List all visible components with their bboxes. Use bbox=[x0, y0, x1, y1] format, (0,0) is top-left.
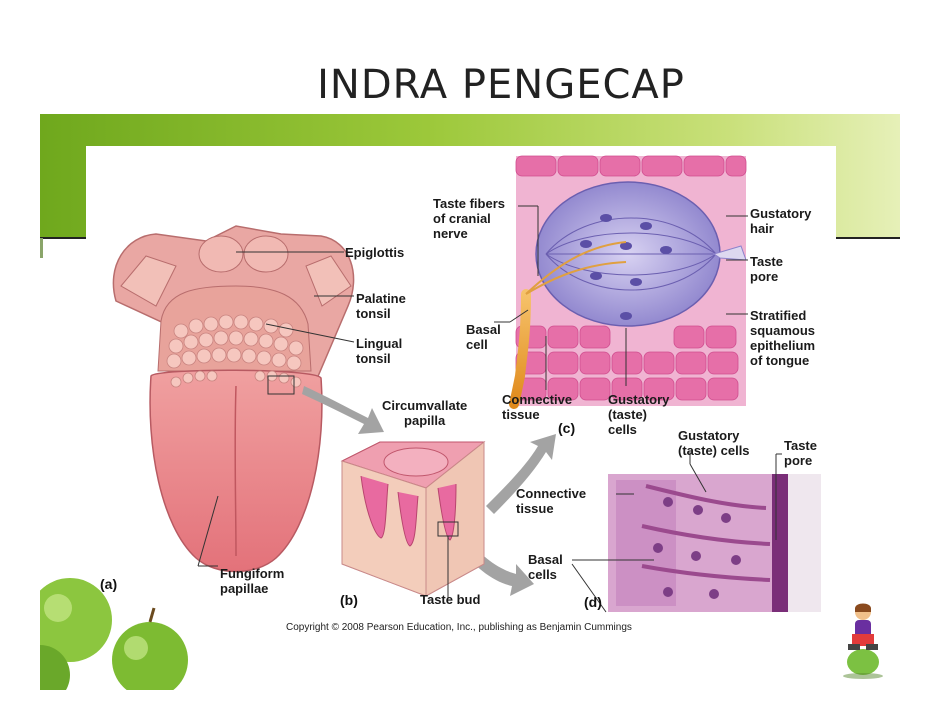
panel-label-a: (a) bbox=[100, 576, 118, 592]
label-connective-tissue-d: Connective tissue bbox=[516, 486, 587, 516]
label-lingual-tonsil: Lingual tonsil bbox=[356, 336, 403, 366]
copyright-notice: Copyright © 2008 Pearson Education, Inc.… bbox=[286, 622, 632, 633]
label-palatine-tonsil: Palatine tonsil bbox=[356, 291, 406, 321]
label-circumvallate-papilla: Circumvallate papilla bbox=[382, 398, 468, 428]
apples-decoration bbox=[40, 578, 188, 690]
label-basal-cells-d: Basal cells bbox=[528, 552, 563, 582]
slide-title: INDRA PENGECAP bbox=[317, 62, 685, 108]
taste-bud-section bbox=[494, 155, 748, 409]
label-gustatory-cells-d: Gustatory (taste) cells bbox=[678, 428, 750, 458]
circumvallate-block bbox=[340, 440, 486, 598]
panel-label-d: (d) bbox=[584, 594, 602, 610]
band-stub bbox=[40, 238, 43, 258]
reading-mascot-icon bbox=[843, 603, 883, 679]
label-taste-bud: Taste bud bbox=[420, 592, 481, 607]
tongue-illustration bbox=[112, 225, 355, 573]
label-stratified-epithelium: Stratified squamous epithelium of tongue bbox=[750, 308, 816, 368]
label-fungiform-papillae: Fungiform papillae bbox=[220, 566, 285, 596]
label-taste-pore-c: Taste pore bbox=[750, 254, 783, 284]
band-divider-left bbox=[40, 237, 90, 239]
label-gustatory-cells-c: Gustatory (taste) cells bbox=[608, 392, 670, 437]
panel-label-c: (c) bbox=[558, 420, 576, 436]
micrograph bbox=[571, 452, 821, 613]
panel-label-b: (b) bbox=[340, 592, 358, 608]
label-epiglottis: Epiglottis bbox=[345, 245, 405, 260]
taste-anatomy-figure: Taste fibers of cranial nerve Epiglottis… bbox=[86, 146, 836, 642]
label-gustatory-hair: Gustatory hair bbox=[750, 206, 812, 236]
figure-illustration bbox=[112, 155, 821, 613]
band-divider-right bbox=[836, 237, 900, 239]
label-taste-fibers: Taste fibers of cranial nerve bbox=[433, 196, 506, 241]
label-taste-pore-d: Taste pore bbox=[784, 438, 817, 468]
label-connective-tissue-c: Connective tissue bbox=[502, 392, 573, 422]
label-basal-cell: Basal cell bbox=[466, 322, 501, 352]
